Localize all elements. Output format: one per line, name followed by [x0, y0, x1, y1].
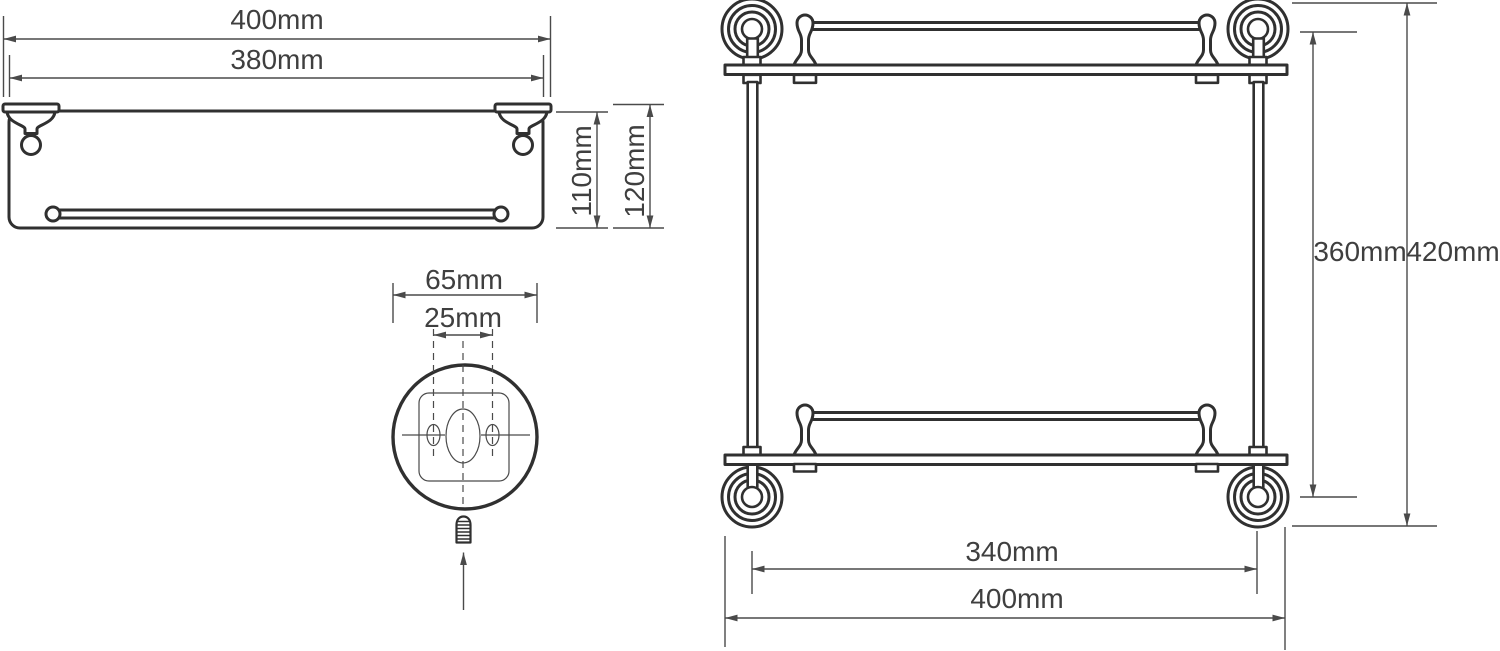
shelf-plank-bottom	[723, 453, 1289, 466]
dim-label-front-view-total-width: 400mm	[970, 583, 1064, 614]
dim-front-view-total-width	[724, 527, 1286, 650]
baluster-foot-bottom-right	[1194, 462, 1220, 473]
mounting-plate	[418, 392, 510, 482]
glass-shelf-outline	[7, 109, 545, 230]
shelf-plank-top	[723, 63, 1289, 76]
bracket-knob-left	[20, 134, 42, 156]
dim-label-top-view-glass-depth: 110mm	[566, 125, 597, 217]
dim-label-top-view-total-width: 400mm	[230, 4, 324, 35]
bracket-knob-right	[512, 134, 534, 156]
wall-plate-circle	[391, 363, 539, 511]
baluster-top-right	[1194, 13, 1220, 67]
wall-rosette-top-left	[720, 0, 784, 61]
dim-top-view-total-depth	[613, 103, 664, 229]
centerlines	[402, 329, 530, 508]
baluster-bottom-right	[1194, 403, 1220, 457]
mount-detail-drawing	[391, 329, 539, 610]
rail-top	[811, 21, 1201, 31]
rail-bottom	[811, 411, 1201, 421]
baluster-bottom-left	[792, 403, 818, 457]
dim-label-front-view-total-height: 420mm	[1406, 236, 1500, 267]
dim-front-view-post-spacing	[751, 531, 1258, 594]
dim-top-view-glass-width	[8, 55, 545, 97]
fixing-screw	[455, 515, 472, 544]
dim-label-front-view-post-spacing: 340mm	[965, 536, 1059, 567]
baluster-foot-bottom-left	[792, 462, 818, 473]
dim-top-view-glass-depth	[556, 111, 608, 229]
dim-top-view-total-width	[2, 16, 552, 97]
dim-front-view-total-height	[1292, 2, 1437, 527]
gallery-rail	[44, 205, 510, 223]
front-view-drawing	[720, 0, 1290, 529]
baluster-top-left	[792, 13, 818, 67]
dim-label-detail-hole-spacing: 25mm	[424, 302, 502, 333]
dim-front-view-rosette-height	[1300, 31, 1357, 498]
dim-label-top-view-total-depth: 120mm	[619, 124, 650, 218]
post-left	[742, 37, 762, 490]
rosette-hub-bottom-right	[1246, 485, 1270, 509]
dim-label-front-view-rosette-height: 360mm	[1313, 236, 1407, 267]
dim-label-top-view-glass-width: 380mm	[230, 44, 324, 75]
baluster-foot-top-left	[792, 73, 818, 85]
post-right	[1248, 37, 1268, 490]
mounting-bracket-left	[5, 110, 57, 135]
mounting-bracket-right	[497, 110, 549, 135]
baluster-foot-top-right	[1194, 73, 1220, 85]
wall-rosette-top-right	[1226, 0, 1290, 61]
dim-detail-plate-diameter	[392, 283, 538, 323]
rosette-hub-bottom-left	[740, 485, 764, 509]
dim-label-detail-plate-diameter: 65mm	[425, 264, 503, 295]
top-view-drawing	[1, 102, 553, 230]
